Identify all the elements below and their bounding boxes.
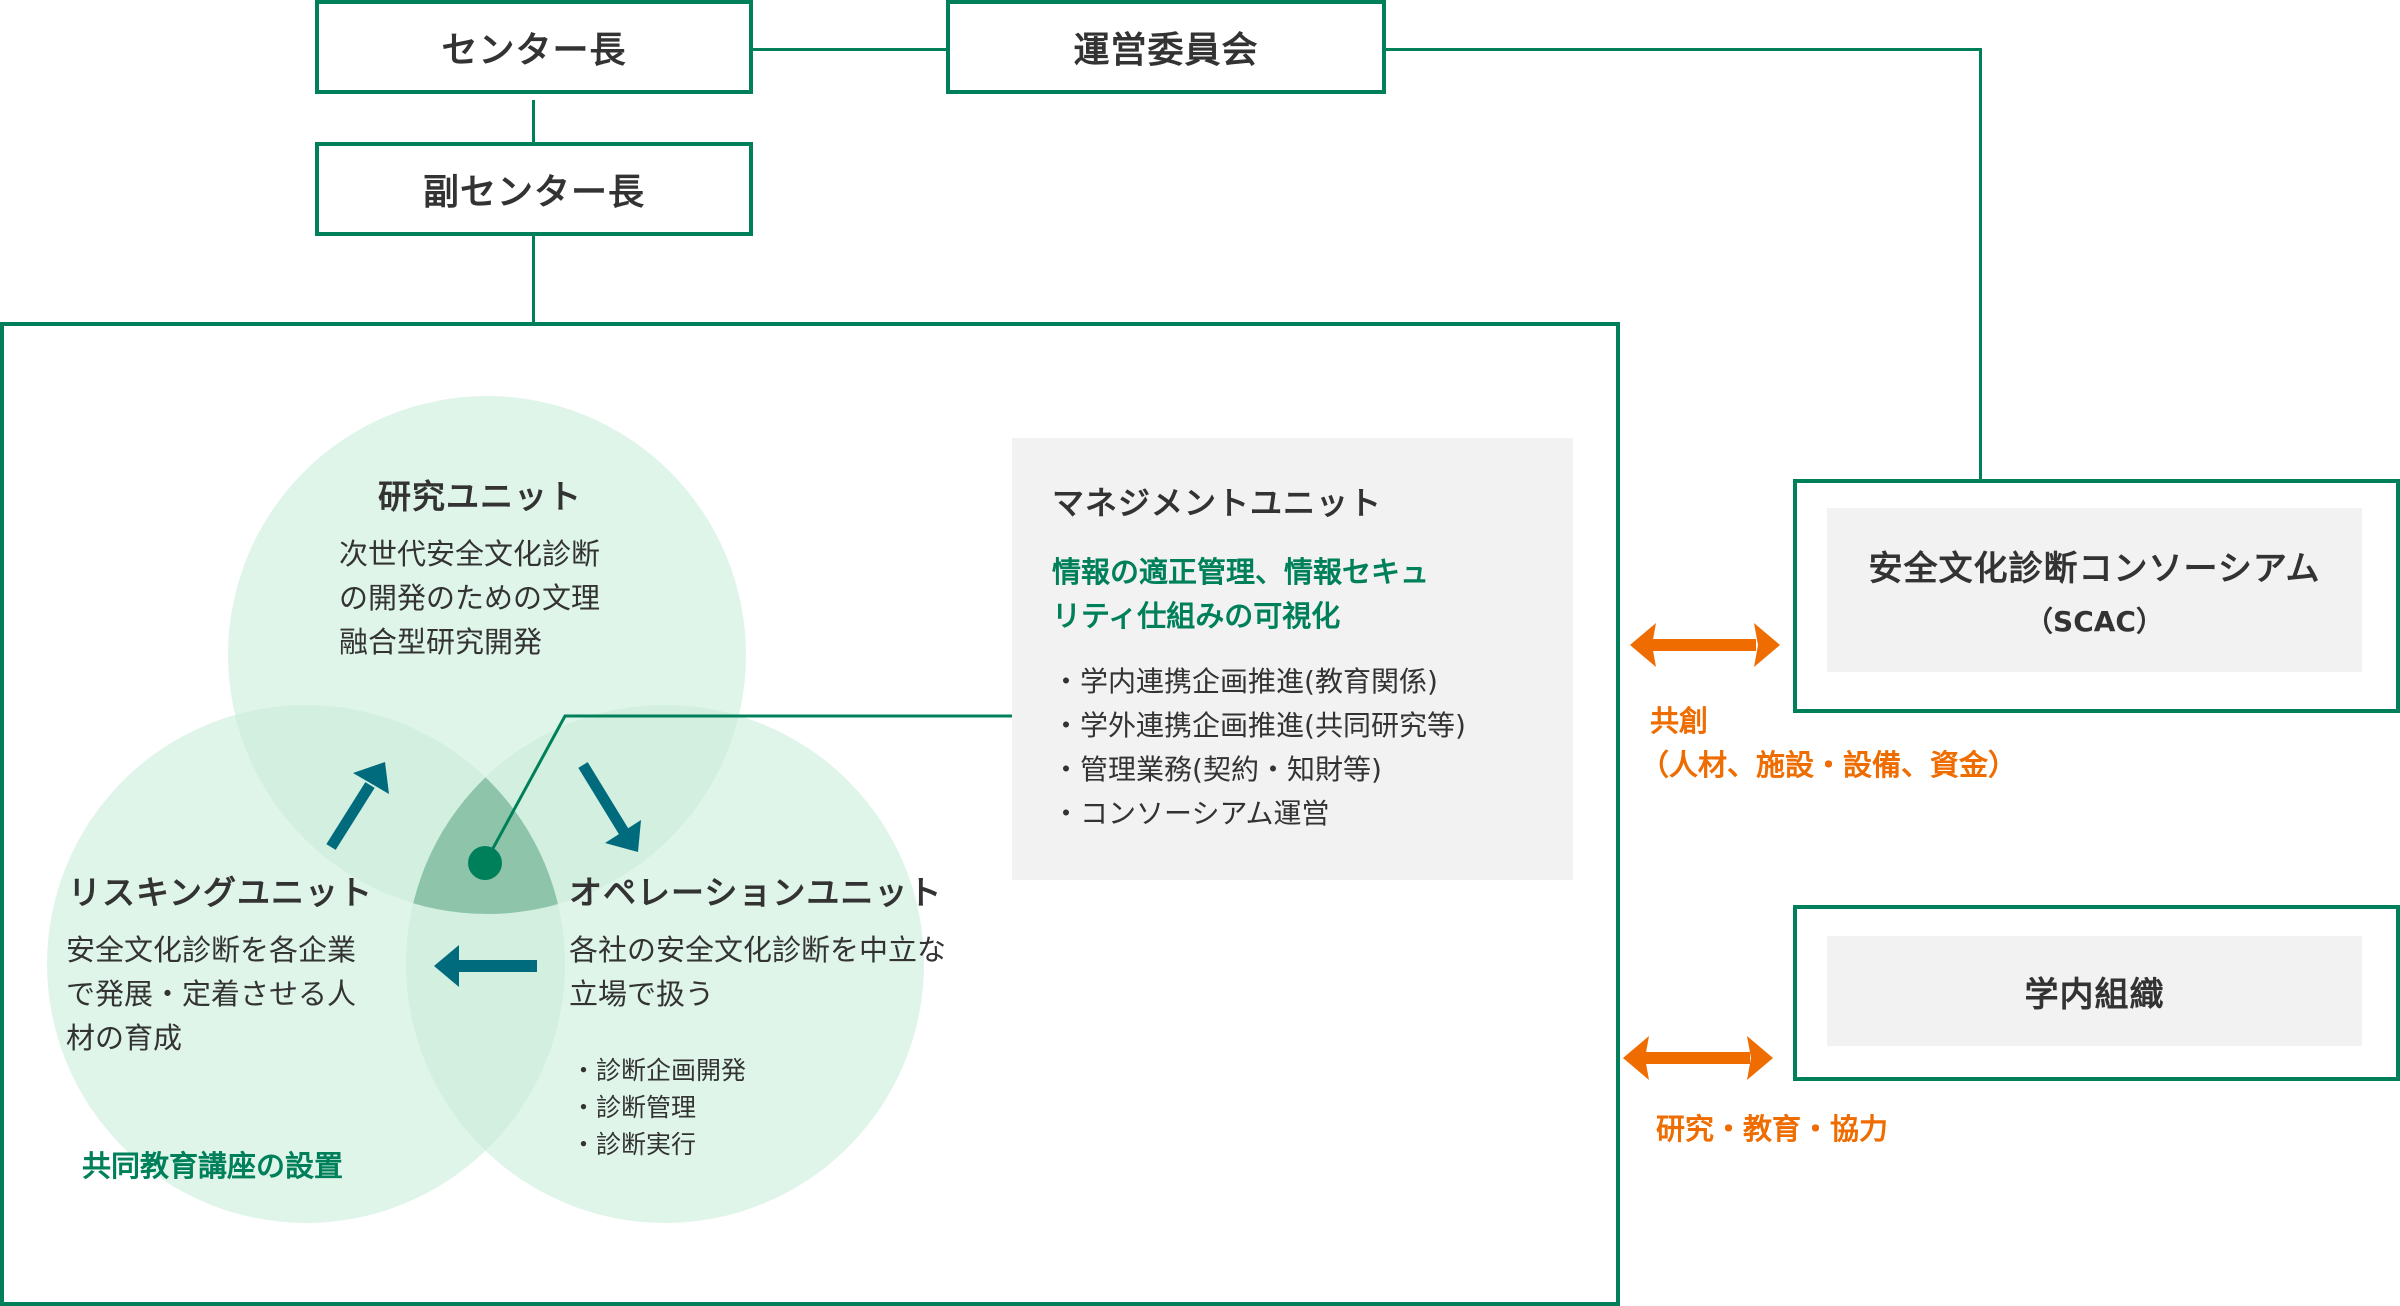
management-connector-line bbox=[483, 714, 1012, 864]
reskilling-unit-body: 安全文化診断を各企業 で発展・定着させる人 材の育成 bbox=[66, 933, 357, 1055]
campus-relation-label: 研究・教育・協力 bbox=[1656, 1112, 1889, 1146]
deputy-director-label: 副センター長 bbox=[422, 172, 645, 213]
co-creation-detail: （人材、施設・設備、資金） bbox=[1640, 748, 2018, 782]
consortium-abbr: （SCAC） bbox=[2025, 604, 2164, 638]
list-item: 診断企画開発 bbox=[571, 1052, 746, 1089]
list-item: 管理業務(契約・知財等) bbox=[1052, 748, 1466, 792]
management-unit-panel: マネジメントユニット 情報の適正管理、情報セキュ リティ仕組みの可視化 学内連携… bbox=[1012, 438, 1573, 880]
arrow-left-icon bbox=[434, 945, 537, 987]
director-box: センター長 bbox=[315, 0, 753, 94]
arrow-up-right-icon bbox=[326, 762, 389, 850]
arrow-down-right-icon bbox=[578, 762, 641, 852]
overlap-research-reskilling bbox=[228, 705, 565, 914]
connector-deputy-center bbox=[532, 236, 535, 324]
management-unit-items: 学内連携企画推進(教育関係) 学外連携企画推進(共同研究等) 管理業務(契約・知… bbox=[1052, 660, 1466, 836]
research-unit-body: 次世代安全文化診断 の開発のための文理 融合型研究開発 bbox=[339, 537, 601, 659]
double-arrow-icon bbox=[1623, 1036, 1773, 1080]
reskilling-unit-title: リスキングユニット bbox=[68, 873, 374, 912]
campus-org-panel: 学内組織 bbox=[1827, 936, 2362, 1046]
double-arrow-icon bbox=[1630, 623, 1780, 667]
steering-committee-box: 運営委員会 bbox=[946, 0, 1386, 94]
connector-director-deputy bbox=[532, 100, 535, 142]
operation-unit-title: オペレーションユニット bbox=[569, 873, 943, 912]
connector-director-committee bbox=[753, 48, 946, 51]
management-unit-title: マネジメントユニット bbox=[1052, 484, 1383, 522]
list-item: 学外連携企画推進(共同研究等) bbox=[1052, 704, 1466, 748]
list-item: 学内連携企画推進(教育関係) bbox=[1052, 660, 1466, 704]
consortium-name: 安全文化診断コンソーシアム bbox=[1868, 548, 2321, 589]
connector-committee-consortium-h bbox=[1386, 48, 1982, 51]
steering-committee-label: 運営委員会 bbox=[1073, 30, 1259, 71]
research-unit-title: 研究ユニット bbox=[378, 477, 582, 516]
consortium-panel: 安全文化診断コンソーシアム （SCAC） bbox=[1827, 508, 2362, 672]
operation-unit-body: 各社の安全文化診断を中立な 立場で扱う bbox=[569, 933, 947, 1011]
reskilling-unit-emphasis: 共同教育講座の設置 bbox=[82, 1149, 344, 1183]
connector-committee-consortium-v bbox=[1979, 48, 1982, 480]
overlap-research-operation bbox=[406, 705, 746, 914]
management-unit-emphasis: 情報の適正管理、情報セキュ リティ仕組みの可視化 bbox=[1052, 555, 1430, 633]
operation-unit-items: 診断企画開発 診断管理 診断実行 bbox=[571, 1052, 746, 1163]
list-item: 診断管理 bbox=[571, 1089, 746, 1126]
director-label: センター長 bbox=[441, 30, 627, 71]
deputy-director-box: 副センター長 bbox=[315, 142, 753, 236]
list-item: 診断実行 bbox=[571, 1126, 746, 1163]
co-creation-label: 共創 bbox=[1650, 704, 1709, 738]
list-item: コンソーシアム運営 bbox=[1052, 792, 1466, 836]
campus-org-name: 学内組織 bbox=[2024, 974, 2165, 1015]
center-dot-icon bbox=[468, 846, 502, 880]
